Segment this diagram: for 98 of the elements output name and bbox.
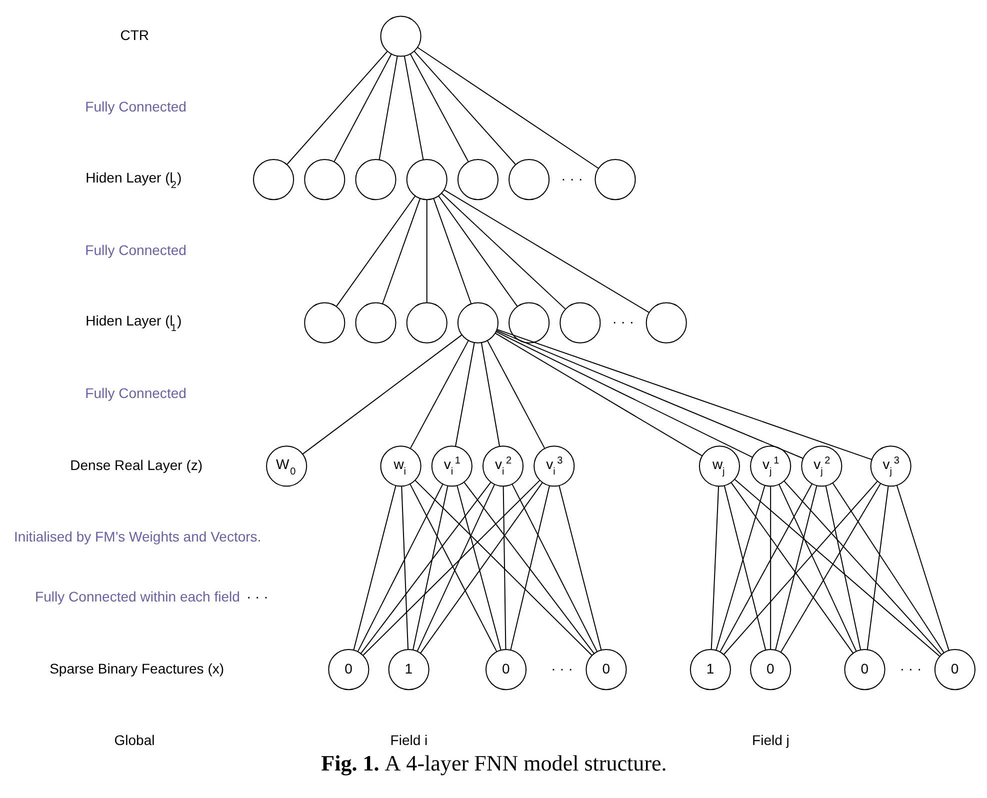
label: Fully Connected within each field bbox=[34, 588, 240, 605]
connector bbox=[333, 54, 392, 162]
connector bbox=[426, 199, 427, 304]
connector bbox=[486, 340, 545, 449]
connector bbox=[558, 485, 602, 651]
label: Global bbox=[114, 732, 154, 748]
node-circle bbox=[594, 159, 636, 200]
caption: Fig. 1. A 4-layer FNN model structure. bbox=[320, 750, 666, 776]
connector bbox=[416, 47, 598, 169]
connector bbox=[734, 478, 940, 657]
label: Field j bbox=[752, 732, 789, 748]
node-circle bbox=[406, 302, 447, 344]
node-circle: 0 bbox=[844, 649, 885, 690]
label: · · · bbox=[246, 588, 268, 605]
connector bbox=[778, 484, 856, 652]
connector bbox=[495, 331, 752, 458]
connector bbox=[286, 50, 388, 165]
node-circle: 0 bbox=[585, 649, 626, 690]
connector bbox=[774, 485, 817, 651]
connector bbox=[896, 484, 949, 651]
connector bbox=[463, 482, 594, 654]
connector bbox=[722, 480, 878, 655]
connector bbox=[440, 192, 566, 310]
label: Dense Real Layer (z) bbox=[70, 456, 202, 473]
node-circle: 0 bbox=[484, 649, 526, 690]
connector bbox=[432, 198, 472, 304]
connector bbox=[494, 332, 702, 456]
connector bbox=[362, 480, 540, 656]
connector bbox=[443, 189, 649, 313]
connector bbox=[420, 482, 542, 654]
label: Fully Connected bbox=[84, 98, 186, 115]
label: Sparse Binary Feactures (x) bbox=[49, 660, 224, 676]
connector bbox=[511, 484, 598, 652]
node-circle bbox=[559, 302, 600, 344]
node-circle bbox=[252, 159, 294, 200]
node-circle: 0 bbox=[934, 649, 975, 690]
label: Hiden Layer (l$_{1}$) bbox=[85, 312, 182, 334]
connector bbox=[438, 195, 518, 307]
node-circle bbox=[508, 302, 550, 344]
node-circle bbox=[456, 302, 498, 344]
connector bbox=[480, 342, 500, 447]
connector bbox=[866, 486, 888, 650]
node-circle bbox=[304, 159, 345, 200]
connector bbox=[403, 56, 424, 160]
connector bbox=[352, 485, 396, 651]
connector bbox=[356, 484, 443, 652]
label: Fully Connected bbox=[84, 385, 186, 402]
connector bbox=[456, 485, 501, 651]
connector bbox=[715, 485, 765, 651]
connector bbox=[770, 486, 771, 650]
connector bbox=[824, 486, 861, 650]
label: · · · bbox=[899, 660, 922, 676]
connector bbox=[410, 340, 468, 449]
connector bbox=[730, 482, 853, 654]
node-circle bbox=[354, 302, 396, 344]
label: Field i bbox=[390, 732, 428, 748]
label: Initialised by FM’s Weights and Vectors. bbox=[14, 528, 261, 544]
node-circle bbox=[304, 302, 345, 344]
connector bbox=[719, 483, 812, 652]
label: · · · bbox=[560, 170, 582, 186]
connector bbox=[783, 480, 942, 656]
node-circle bbox=[508, 159, 550, 200]
node-circle: W$_{0}$ bbox=[266, 446, 307, 487]
connector bbox=[378, 56, 398, 160]
label: · · · bbox=[612, 314, 634, 330]
node-circle bbox=[456, 159, 498, 200]
node-circle: w$_{i}$ bbox=[380, 446, 421, 487]
label: Hiden Layer (l$_{2}$) bbox=[85, 169, 182, 191]
connector bbox=[400, 486, 408, 650]
node-circle: 1 bbox=[689, 649, 730, 690]
label: · · · bbox=[550, 660, 572, 676]
connector bbox=[409, 54, 468, 162]
connector bbox=[502, 486, 506, 650]
connector bbox=[832, 482, 944, 654]
connector bbox=[336, 195, 416, 307]
node-circle: w$_{j}$ bbox=[698, 446, 740, 487]
connector bbox=[413, 50, 516, 165]
node-circle: 0 bbox=[750, 649, 791, 690]
connector bbox=[382, 198, 420, 304]
connector bbox=[412, 486, 448, 650]
connector bbox=[302, 334, 462, 454]
label: Fully Connected bbox=[84, 242, 186, 258]
node-circle bbox=[406, 159, 447, 200]
node-circle: 1 bbox=[388, 649, 429, 690]
connector bbox=[414, 480, 592, 656]
connector bbox=[496, 330, 803, 459]
node-circle bbox=[354, 159, 396, 200]
connector bbox=[710, 486, 719, 650]
connector bbox=[454, 342, 474, 447]
connector bbox=[780, 482, 881, 653]
connector bbox=[510, 485, 550, 650]
node-circle bbox=[380, 16, 421, 57]
label: CTR bbox=[120, 26, 149, 43]
node-circle bbox=[645, 302, 686, 344]
node-circle: 0 bbox=[328, 649, 369, 690]
connector bbox=[496, 328, 872, 460]
connector bbox=[723, 485, 766, 651]
connector bbox=[360, 482, 491, 654]
